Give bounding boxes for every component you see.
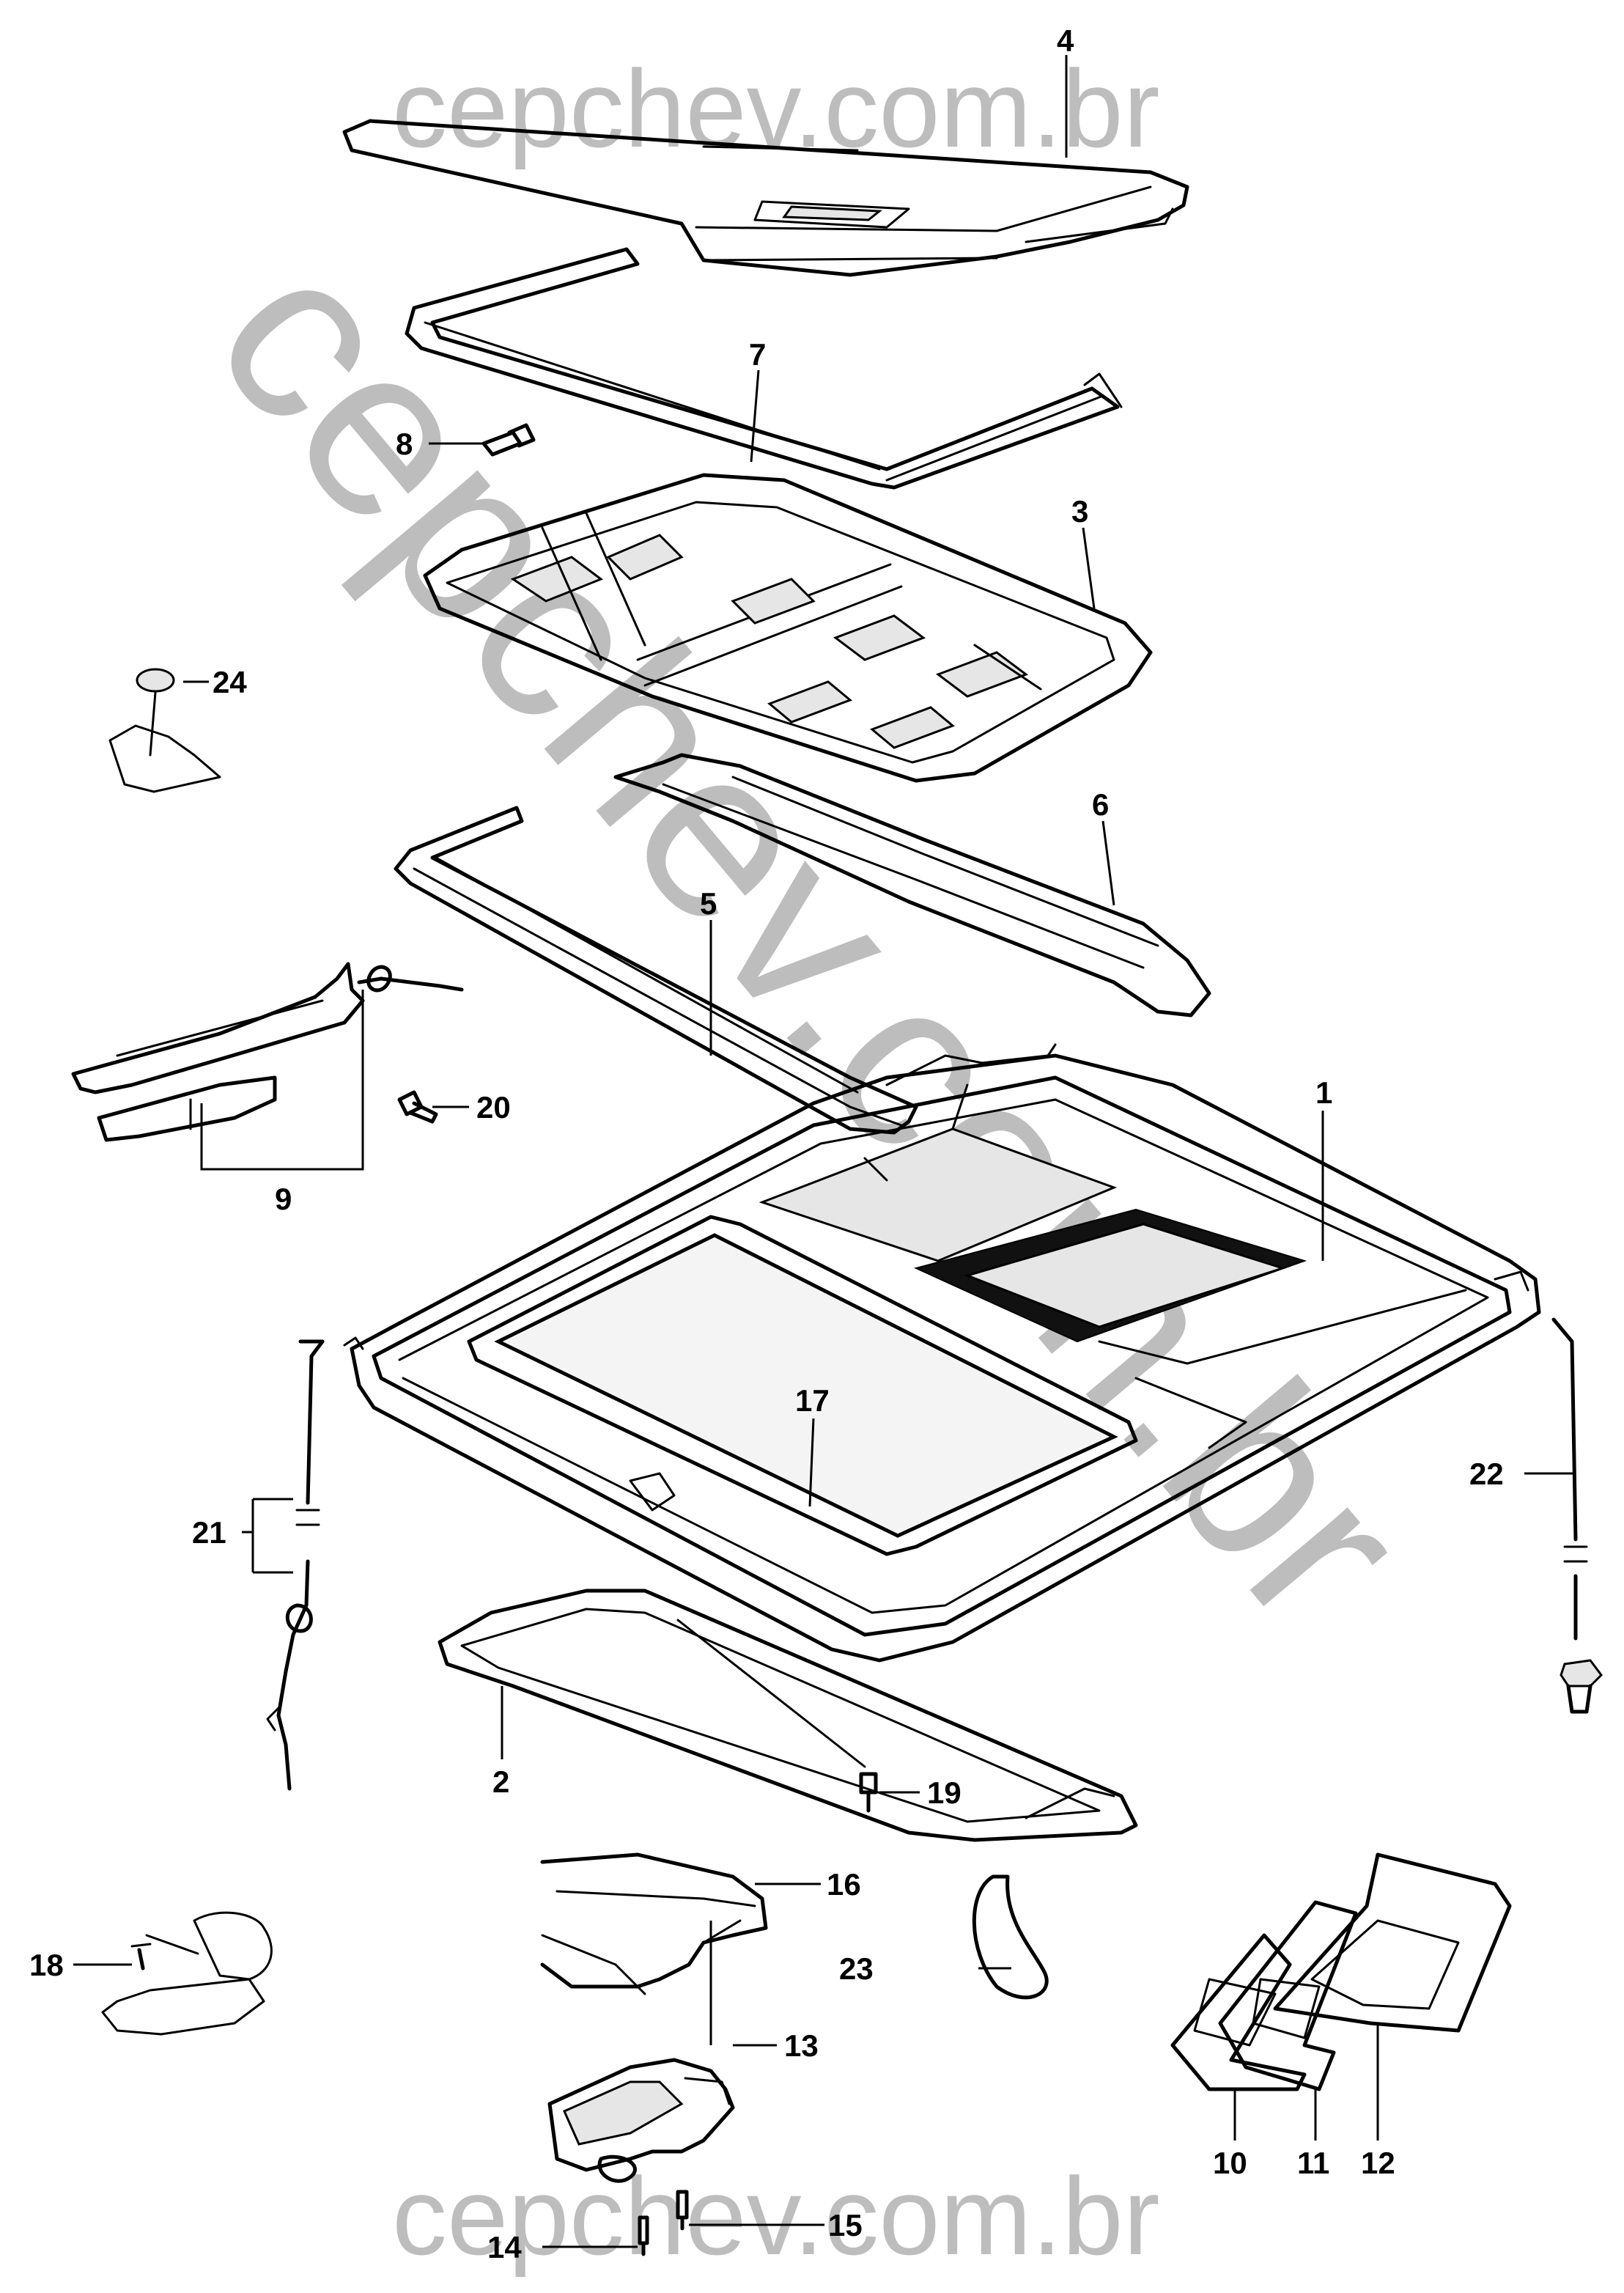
rear-guide-part-6 [613, 753, 1211, 1017]
callout-11: 11 [1297, 2146, 1329, 2180]
callout-17: 17 [795, 1383, 830, 1418]
decal-sheet-part-12 [1273, 1852, 1512, 2033]
callout-12: 12 [1361, 2146, 1395, 2180]
callout-13: 13 [784, 2028, 819, 2063]
callout-24: 24 [213, 665, 247, 699]
callout-4: 4 [1057, 23, 1074, 58]
front-guide-part-5 [394, 806, 918, 1135]
lower-frame-part-2 [438, 1589, 1138, 1842]
drain-cable-part-21 [266, 1339, 325, 1791]
callout-7: 7 [749, 337, 766, 372]
callout-6: 6 [1092, 787, 1109, 822]
callout-15: 15 [828, 2208, 863, 2242]
callout-3: 3 [1071, 494, 1088, 529]
callout-22: 22 [1469, 1457, 1504, 1491]
seal-frame-part-7 [405, 247, 1123, 490]
glass-panel-part-4 [342, 119, 1189, 277]
callout-16: 16 [827, 1867, 861, 1902]
callout-18: 18 [29, 1948, 64, 1982]
watermark-top: cepchev.com.br [392, 47, 1160, 170]
screw-part-15 [676, 2190, 689, 2231]
callout-14: 14 [487, 2230, 522, 2264]
callout-21: 21 [192, 1515, 226, 1550]
callout-5: 5 [700, 886, 717, 921]
drive-rail-part-16 [540, 1852, 768, 1995]
decal-sheet-part-10 [1170, 1933, 1307, 2091]
grommet-part-24 [108, 668, 221, 793]
screw-part-19 [859, 1772, 878, 1813]
drain-cable-part-22 [1551, 1317, 1603, 1714]
linkage-assembly-part-9 [71, 962, 464, 1142]
screw-part-14 [638, 2215, 649, 2256]
crank-part-18 [101, 1911, 273, 2036]
motor-part-13 [547, 2058, 735, 2183]
strap-part-23 [972, 1874, 1049, 2000]
callout-23: 23 [839, 1951, 874, 1986]
roof-frame-part-1 [343, 1043, 1541, 1663]
callout-19: 19 [927, 1775, 962, 1810]
callout-20: 20 [476, 1090, 511, 1125]
bolt-part-8 [481, 423, 536, 457]
callout-8: 8 [396, 427, 413, 461]
decal-sheet-part-11 [1218, 1900, 1358, 2091]
watermark-bottom: cepchev.com.br [392, 2154, 1160, 2278]
sliding-panel-frame-part-3 [423, 473, 1153, 783]
callout-9: 9 [275, 1182, 292, 1216]
leader-lines [73, 55, 1576, 2248]
callout-2: 2 [492, 1764, 509, 1799]
bolt-part-20 [397, 1090, 438, 1124]
callout-labels: 4 7 8 3 24 6 5 20 9 1 17 21 22 2 19 16 2… [29, 23, 1504, 2264]
callout-1: 1 [1315, 1075, 1332, 1110]
callout-10: 10 [1213, 2146, 1247, 2180]
